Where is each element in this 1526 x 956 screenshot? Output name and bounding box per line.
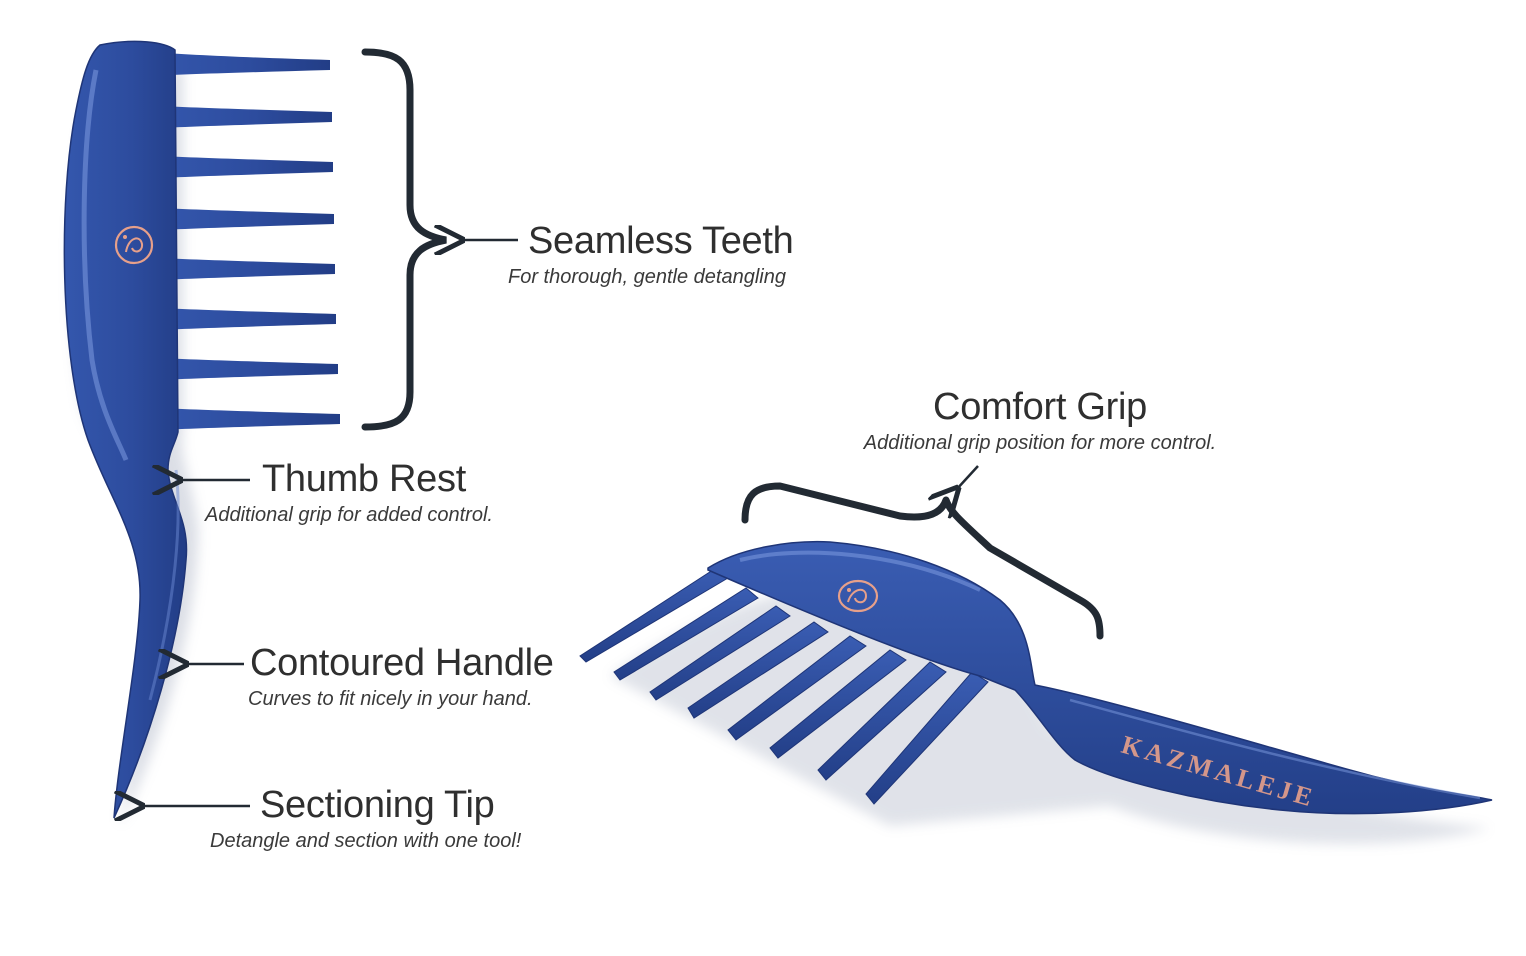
logo-horizontal: [837, 579, 879, 613]
horizontal-comb: KAZMALEJE: [579, 540, 1493, 844]
bracket-seamless-teeth: [361, 48, 447, 431]
callout-thumb-rest: Thumb Rest Additional grip for added con…: [205, 458, 493, 525]
callout-comfort-grip: Comfort Grip Additional grip position fo…: [840, 388, 1240, 453]
teeth-vertical: [150, 52, 340, 430]
comfort-grip-title: Comfort Grip: [933, 386, 1147, 428]
seamless-teeth-title: Seamless Teeth: [528, 220, 794, 262]
sectioning-tip-title: Sectioning Tip: [260, 784, 495, 826]
comfort-grip-subtitle: Additional grip position for more contro…: [863, 432, 1217, 454]
callout-sectioning-tip: Sectioning Tip Detangle and section with…: [210, 784, 521, 851]
callout-contoured-handle: Contoured Handle Curves to fit nicely in…: [248, 642, 554, 710]
callout-seamless-teeth: Seamless Teeth For thorough, gentle deta…: [508, 220, 794, 287]
sectioning-tip-subtitle: Detangle and section with one tool!: [210, 830, 522, 852]
thumb-rest-subtitle: Additional grip for added control.: [205, 504, 493, 526]
contoured-handle-subtitle: Curves to fit nicely in your hand.: [248, 688, 533, 710]
seamless-teeth-subtitle: For thorough, gentle detangling: [508, 266, 786, 288]
arrow-comfort-grip: [956, 465, 979, 490]
teeth-horizontal: [579, 567, 989, 805]
thumb-rest-title: Thumb Rest: [262, 458, 466, 500]
logo-vertical: [114, 225, 154, 265]
contoured-handle-title: Contoured Handle: [250, 642, 554, 684]
vertical-comb: [63, 40, 340, 825]
